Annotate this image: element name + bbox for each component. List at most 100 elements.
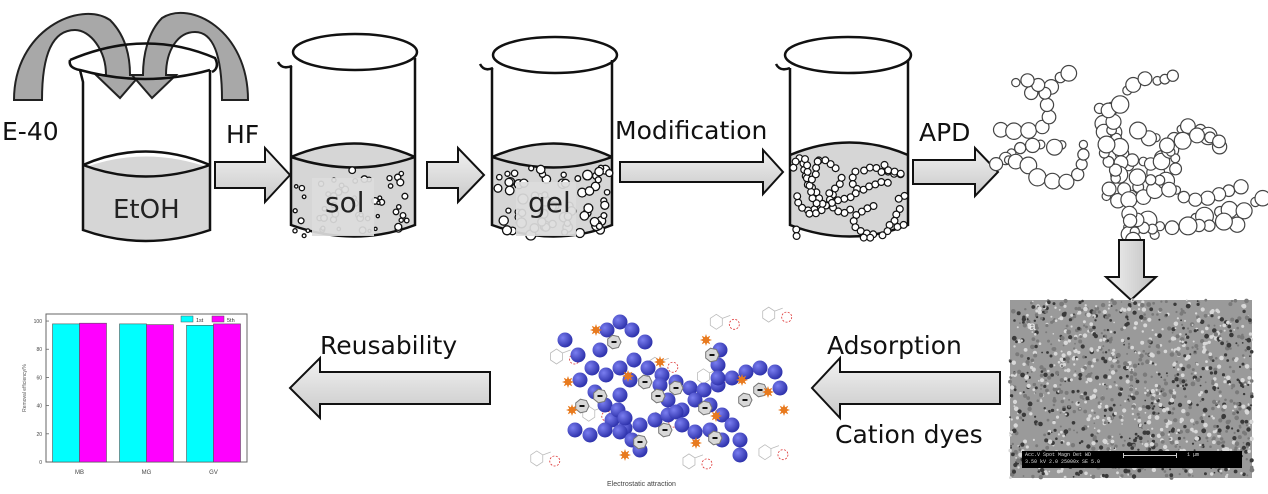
sem-grain xyxy=(1137,435,1140,438)
sem-grain xyxy=(1211,309,1215,313)
particle-icon xyxy=(574,227,586,239)
sem-grain xyxy=(1212,430,1216,434)
sem-grain xyxy=(1177,428,1181,432)
sem-grain xyxy=(1169,476,1174,480)
sem-grain xyxy=(1179,420,1183,424)
silica-bead-icon xyxy=(724,417,740,433)
sem-grain xyxy=(1147,440,1149,442)
sem-grain xyxy=(1188,468,1193,474)
sem-grain xyxy=(1045,331,1048,334)
silica-bead-icon xyxy=(612,360,628,376)
sem-grain xyxy=(1226,359,1230,362)
sem-grain xyxy=(1233,401,1236,405)
sem-grain xyxy=(1237,334,1241,339)
sem-grain xyxy=(1186,335,1190,339)
x-tick-label: MG xyxy=(142,470,152,476)
sem-grain xyxy=(1009,394,1014,398)
sem-grain xyxy=(1035,444,1039,448)
sem-grain xyxy=(1154,415,1160,420)
sem-grain xyxy=(1137,303,1141,307)
sem-grain xyxy=(1158,397,1161,400)
sem-grain xyxy=(1101,473,1105,478)
sem-grain xyxy=(1053,428,1057,432)
sem-grain xyxy=(1209,445,1212,449)
sem-grain xyxy=(1180,308,1183,311)
beaker-modified xyxy=(774,35,913,242)
sem-grain xyxy=(1127,337,1130,340)
particle-icon xyxy=(493,183,503,193)
sem-grain xyxy=(1050,315,1053,318)
y-tick-label: 0 xyxy=(39,460,42,466)
sem-grain xyxy=(1217,434,1221,438)
sem-grain xyxy=(1062,357,1066,361)
particle-icon xyxy=(859,233,868,242)
sem-grain xyxy=(1106,447,1111,451)
sem-grain xyxy=(1019,354,1024,358)
sem-grain xyxy=(1079,394,1084,399)
sem-grain xyxy=(1092,435,1097,440)
sem-grain xyxy=(1176,373,1180,376)
sem-grain xyxy=(1098,383,1101,386)
particle-icon xyxy=(403,217,410,224)
sem-grain xyxy=(1078,377,1082,381)
sem-grain xyxy=(1064,380,1067,383)
particle-icon xyxy=(825,189,834,198)
label-sol: sol xyxy=(325,186,365,219)
sem-grain xyxy=(1220,441,1223,444)
sem-grain xyxy=(1131,474,1137,479)
sem-grain xyxy=(1149,352,1154,358)
sem-grain xyxy=(1037,470,1041,473)
particle-icon xyxy=(884,166,893,175)
sem-grain xyxy=(1217,316,1221,319)
sem-grain xyxy=(1083,391,1088,396)
sem-grain xyxy=(1104,315,1109,320)
sem-grain xyxy=(1020,442,1025,447)
sem-grain xyxy=(1089,322,1093,327)
particle-icon xyxy=(386,174,393,182)
sem-grain xyxy=(1073,429,1075,432)
bar-5th-MG xyxy=(146,324,174,463)
sem-grain xyxy=(1110,398,1114,402)
sem-grain xyxy=(1128,399,1131,403)
bar-1st-MG xyxy=(119,323,147,463)
sem-grain xyxy=(1010,374,1014,377)
sem-grain xyxy=(1057,433,1060,436)
sem-grain xyxy=(1143,323,1148,328)
sem-grain xyxy=(1123,439,1126,442)
sem-grain xyxy=(1091,441,1096,446)
arrow-down-icon xyxy=(1103,239,1159,302)
aerogel-particle-icon xyxy=(988,157,1004,172)
sem-grain xyxy=(1139,353,1144,358)
aerogel-particle-icon xyxy=(1043,172,1061,190)
sem-grain xyxy=(1192,375,1198,381)
particle-icon xyxy=(800,155,809,164)
sem-info-bar: Acc.V Spot Magn Det WD 3.50 kV 2.0 25000… xyxy=(1022,451,1242,468)
particle-icon xyxy=(826,160,835,169)
sem-grain xyxy=(1144,422,1147,425)
sem-grain xyxy=(1070,313,1074,317)
sem-grain xyxy=(1135,387,1137,390)
sem-grain xyxy=(1230,323,1232,325)
sem-grain xyxy=(1095,358,1099,362)
sem-grain xyxy=(1198,301,1201,303)
sem-grain xyxy=(1045,323,1049,328)
sem-grain xyxy=(1107,375,1112,380)
sem-grain xyxy=(1066,329,1072,335)
aerogel-particle-icon xyxy=(1212,134,1226,149)
sem-grain xyxy=(1162,408,1167,413)
sem-grain xyxy=(1232,409,1234,412)
sem-grain xyxy=(1055,437,1058,441)
sem-grain xyxy=(1129,377,1134,382)
particle-icon xyxy=(600,200,610,210)
sem-grain xyxy=(1137,363,1140,365)
sem-grain xyxy=(1022,391,1025,394)
sem-grain xyxy=(1076,431,1079,434)
sem-grain xyxy=(1108,385,1112,389)
sem-grain xyxy=(1086,444,1091,449)
sem-grain xyxy=(1110,439,1115,444)
label-modification: Modification xyxy=(615,116,768,145)
sem-grain xyxy=(1174,374,1177,377)
sem-grain xyxy=(1009,434,1012,437)
sem-grain xyxy=(1191,346,1194,349)
negative-charge-icon xyxy=(742,399,748,401)
